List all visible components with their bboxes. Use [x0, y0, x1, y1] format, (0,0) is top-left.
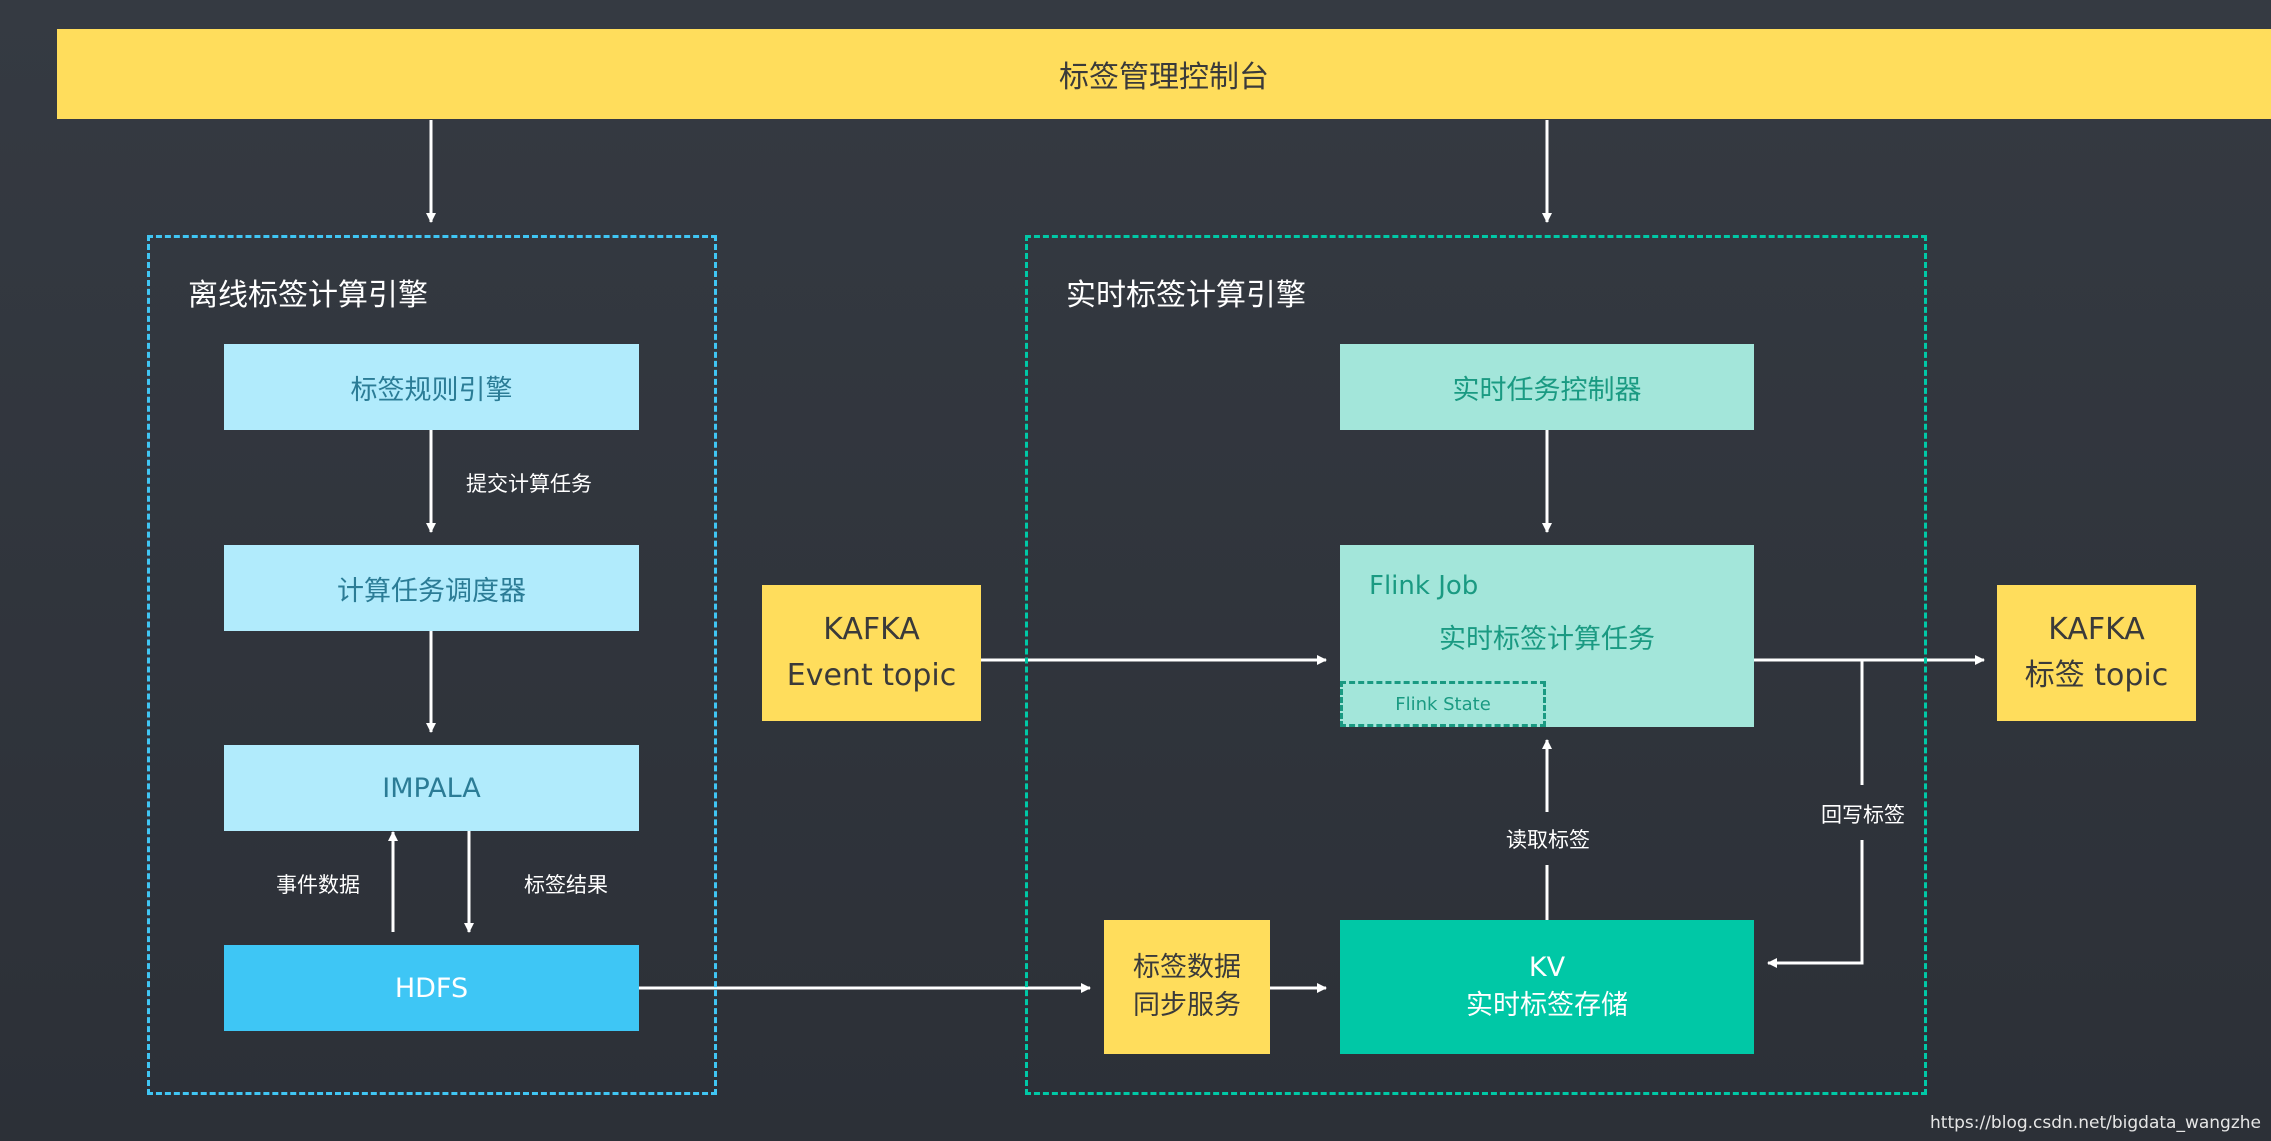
console-title: 标签管理控制台: [1059, 60, 1269, 95]
flink-job-label: Flink Job: [1369, 571, 1479, 601]
edge-label-submit: 提交计算任务: [466, 472, 592, 496]
task-scheduler-box: 计算任务调度器: [224, 545, 639, 631]
kv-line2: 实时标签存储: [1466, 990, 1628, 1021]
console-bar: 标签管理控制台: [57, 29, 2271, 119]
kv-storage-box: KV 实时标签存储: [1340, 920, 1754, 1054]
offline-engine-title: 离线标签计算引擎: [188, 278, 428, 313]
impala-label: IMPALA: [382, 772, 481, 804]
watermark-url: https://blog.csdn.net/bigdata_wangzhe: [1930, 1113, 2261, 1133]
arrow-writeback-to-kv: [1767, 840, 1864, 968]
kafka-event-topic-box: KAFKA Event topic: [762, 585, 981, 721]
realtime-engine-title: 实时标签计算引擎: [1066, 278, 1306, 313]
flink-state-label: Flink State: [1395, 693, 1491, 715]
impala-box: IMPALA: [224, 745, 639, 831]
realtime-controller-box: 实时任务控制器: [1340, 344, 1754, 430]
edge-label-read-tag: 读取标签: [1506, 828, 1590, 852]
flink-job-task-label: 实时标签计算任务: [1439, 624, 1655, 655]
kafka-event-line2: Event topic: [786, 658, 957, 693]
edge-label-event-data: 事件数据: [276, 873, 360, 897]
tag-sync-line2: 同步服务: [1133, 990, 1241, 1021]
kafka-tag-topic-box: KAFKA 标签 topic: [1997, 585, 2196, 721]
task-scheduler-label: 计算任务调度器: [337, 575, 526, 607]
tag-sync-line1: 标签数据: [1133, 952, 1241, 983]
flink-job-box: Flink Job 实时标签计算任务 Flink State: [1340, 545, 1754, 727]
tag-sync-service-box: 标签数据 同步服务: [1104, 920, 1270, 1054]
hdfs-box: HDFS: [224, 945, 639, 1031]
tag-rule-engine-label: 标签规则引擎: [350, 374, 513, 406]
kv-line1: KV: [1528, 952, 1566, 983]
edge-label-writeback: 回写标签: [1821, 803, 1905, 827]
edge-label-tag-result: 标签结果: [524, 873, 608, 897]
realtime-controller-label: 实时任务控制器: [1452, 374, 1642, 406]
hdfs-label: HDFS: [394, 972, 469, 1004]
offline-engine-group: [147, 235, 717, 1095]
kafka-tag-line2: 标签 topic: [2024, 658, 2169, 693]
kafka-event-line1: KAFKA: [823, 612, 920, 647]
flink-state-box: Flink State: [1340, 681, 1546, 727]
tag-rule-engine-box: 标签规则引擎: [224, 344, 639, 430]
kafka-tag-line1: KAFKA: [2048, 612, 2145, 647]
realtime-engine-group: [1025, 235, 1927, 1095]
